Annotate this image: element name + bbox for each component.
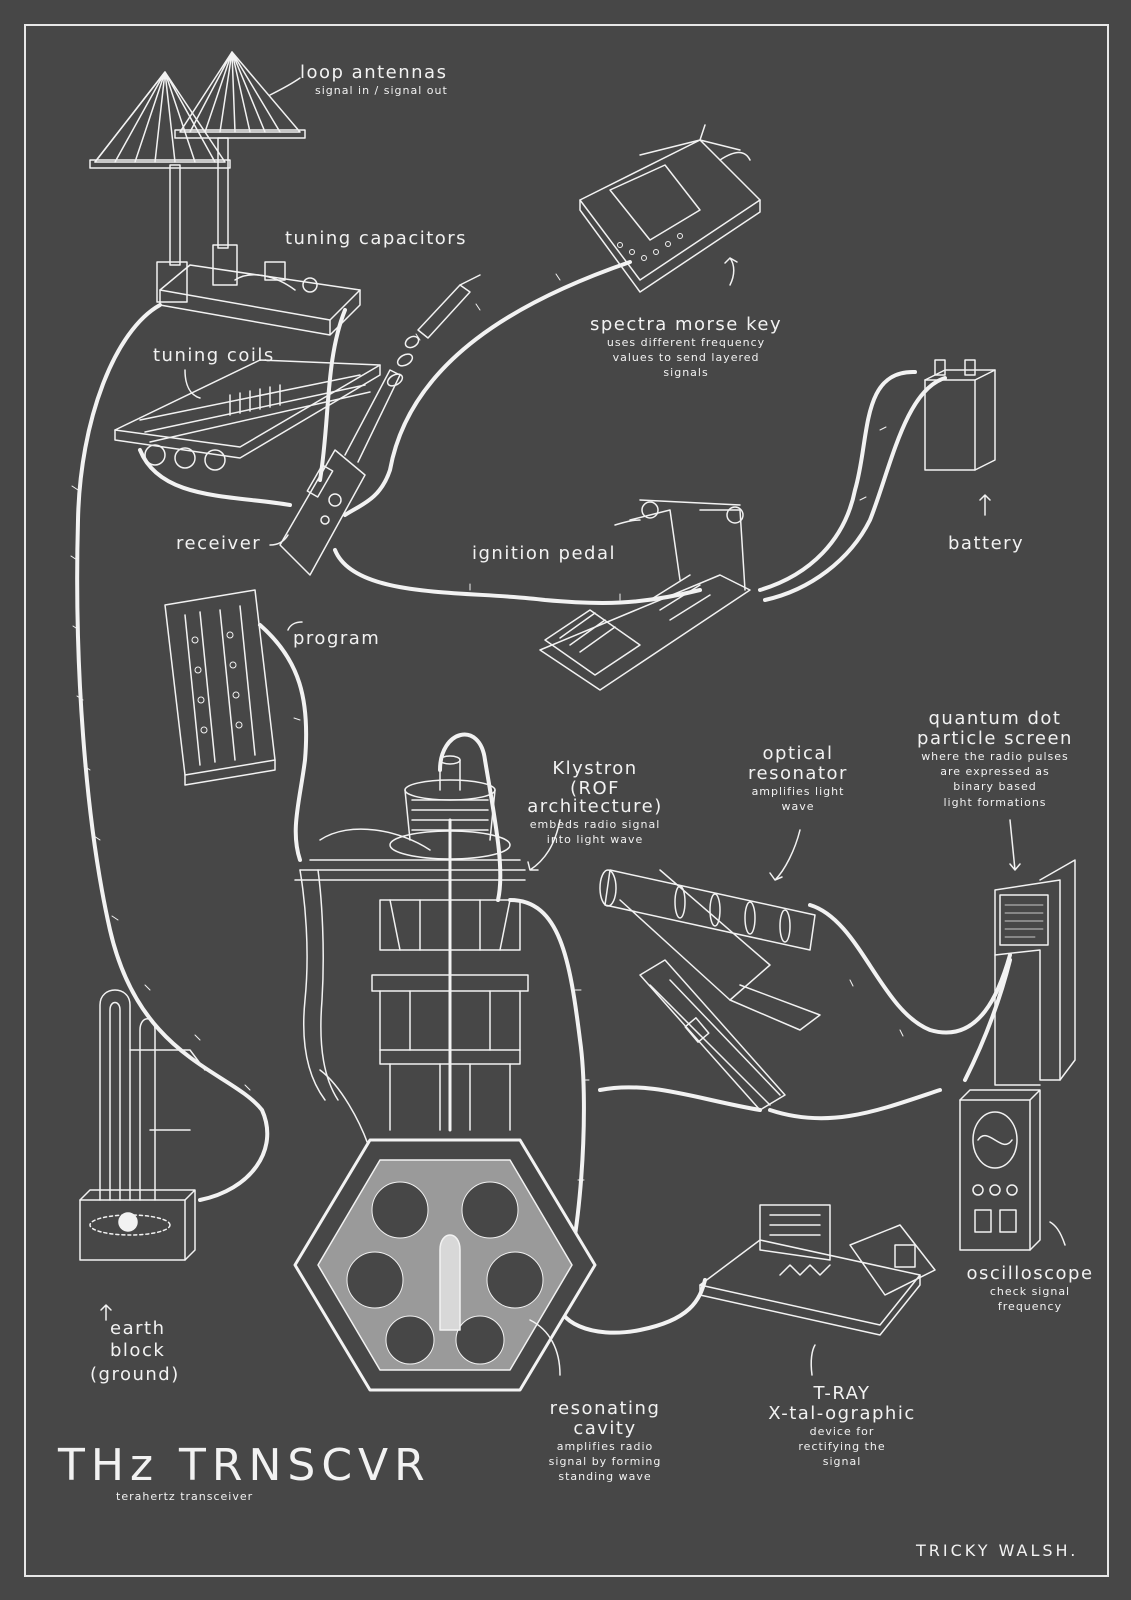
resonating-cavity-sub1: amplifies radio bbox=[556, 1440, 654, 1453]
poster-title: THz TRNSCVR bbox=[58, 1440, 431, 1491]
klystron-sub1: embeds radio signal bbox=[529, 818, 661, 831]
ignition-pedal-device bbox=[539, 499, 751, 691]
label-resonating-cavity: resonating cavity amplifies radio signal… bbox=[530, 1400, 680, 1484]
quantum-dot-title1: quantum dot bbox=[928, 708, 1062, 729]
optical-resonator-title2: resonator bbox=[748, 763, 848, 784]
battery-title: battery bbox=[948, 533, 1025, 554]
optical-resonator-device bbox=[599, 869, 821, 1111]
klystron-device bbox=[294, 755, 529, 1151]
klystron-title2: (ROF architecture) bbox=[527, 778, 663, 817]
tuning-coils-title: tuning coils bbox=[153, 345, 275, 366]
label-ignition-pedal: ignition pedal bbox=[472, 545, 616, 563]
resonating-cavity-title2: cavity bbox=[573, 1418, 637, 1439]
t-ray-device bbox=[699, 1204, 936, 1336]
label-klystron: Klystron (ROF architecture) embeds radio… bbox=[510, 758, 680, 847]
oscilloscope-device bbox=[959, 1089, 1041, 1251]
spectra-morse-key-device bbox=[579, 124, 761, 293]
oscilloscope-title: oscilloscope bbox=[966, 1263, 1094, 1284]
cable-antenna-to-earth bbox=[75, 303, 270, 1202]
label-tuning-coils: tuning coils bbox=[153, 347, 275, 365]
tuning-coils bbox=[114, 359, 381, 471]
label-quantum-dot-screen: quantum dot particle screen where the ra… bbox=[905, 710, 1085, 809]
earth-block-line3: (ground) bbox=[90, 1364, 180, 1385]
label-loop-antennas: loop antennas signal in / signal out bbox=[300, 62, 448, 98]
oscilloscope-sub2: frequency bbox=[997, 1300, 1063, 1314]
quantum-dot-sub1: where the radio pulses bbox=[921, 750, 1069, 763]
cable-resonator-to-tray bbox=[598, 1085, 762, 1112]
poster-frame bbox=[24, 24, 1109, 1577]
cable-tray-to-oscilloscope bbox=[768, 1088, 942, 1121]
loop-antennas bbox=[89, 51, 306, 266]
earth-block-device bbox=[79, 989, 206, 1261]
label-spectra-morse-key: spectra morse key uses different frequen… bbox=[590, 316, 782, 380]
quantum-dot-screen-device bbox=[994, 859, 1076, 1086]
label-battery: battery bbox=[948, 535, 1024, 553]
label-t-ray: T-RAY X-tal-ographic device for rectifyi… bbox=[762, 1385, 922, 1469]
quantum-dot-title2: particle screen bbox=[917, 728, 1073, 749]
label-tuning-capacitors: tuning capacitors bbox=[285, 230, 467, 248]
cable-capacitors-to-receiver bbox=[318, 308, 347, 482]
tuning-capacitors bbox=[156, 244, 361, 336]
receiver-device bbox=[279, 274, 481, 576]
resonating-cavity-sub3: standing wave bbox=[558, 1470, 652, 1484]
label-earth-block: earth block (ground) bbox=[90, 1318, 180, 1385]
cable-morsekey-to-receiver bbox=[343, 260, 632, 517]
optical-resonator-sub1: amplifies light bbox=[751, 785, 845, 798]
cable-receiver-to-pedal bbox=[333, 548, 702, 605]
t-ray-sub2: rectifying the bbox=[798, 1440, 886, 1454]
ignition-pedal-title: ignition pedal bbox=[472, 543, 616, 564]
quantum-dot-sub2: are expressed as bbox=[940, 765, 1050, 779]
label-optical-resonator: optical resonator amplifies light wave bbox=[738, 743, 858, 814]
cable-ticks bbox=[70, 273, 904, 1181]
t-ray-sub1: device for bbox=[809, 1425, 875, 1438]
oscilloscope-sub1: check signal bbox=[989, 1285, 1071, 1298]
resonating-cavity-sub2: signal by forming bbox=[548, 1455, 662, 1469]
cable-battery-to-pedal-2 bbox=[763, 376, 947, 602]
optical-resonator-sub2: wave bbox=[781, 800, 815, 814]
klystron-sub2: into light wave bbox=[546, 833, 644, 847]
cable-klystron-top bbox=[438, 732, 503, 902]
cable-battery-to-pedal bbox=[758, 369, 917, 592]
battery-device bbox=[924, 359, 996, 471]
label-receiver: receiver bbox=[176, 535, 261, 553]
program-board bbox=[164, 589, 276, 786]
spectra-morse-key-title: spectra morse key bbox=[590, 314, 783, 335]
cable-coils-to-receiver bbox=[138, 448, 292, 507]
loop-antennas-sub: signal in / signal out bbox=[315, 84, 448, 97]
quantum-dot-sub3: binary based bbox=[953, 780, 1037, 794]
t-ray-title2: X-tal-ographic bbox=[768, 1403, 916, 1424]
label-program: program bbox=[293, 630, 380, 648]
receiver-title: receiver bbox=[176, 533, 262, 554]
program-title: program bbox=[293, 628, 381, 649]
spectra-morse-key-sub2: values to send layered bbox=[612, 351, 760, 365]
cable-screen-to-oscilloscope bbox=[963, 958, 1012, 1082]
earth-block-line2: block bbox=[110, 1340, 166, 1361]
resonating-cavity-title1: resonating bbox=[549, 1398, 661, 1419]
cable-program-to-klystron bbox=[258, 623, 309, 862]
tuning-capacitors-title: tuning capacitors bbox=[285, 228, 468, 249]
cable-resonator-to-screen bbox=[808, 903, 1012, 1035]
t-ray-title1: T-RAY bbox=[813, 1383, 871, 1404]
earth-block-line1: earth bbox=[110, 1318, 166, 1339]
artist-credit: TRICKY WALSH. bbox=[916, 1541, 1079, 1560]
klystron-title1: Klystron bbox=[552, 758, 638, 779]
cables bbox=[75, 260, 1012, 1335]
spectra-morse-key-sub1: uses different frequency bbox=[606, 336, 766, 349]
quantum-dot-sub4: light formations bbox=[943, 795, 1047, 809]
resonating-cavity-device bbox=[293, 1138, 597, 1392]
label-arrows bbox=[100, 77, 1066, 1376]
optical-resonator-title1: optical bbox=[762, 743, 834, 764]
spectra-morse-key-sub3: signals bbox=[663, 366, 709, 380]
t-ray-sub3: signal bbox=[822, 1455, 862, 1469]
label-oscilloscope: oscilloscope check signal frequency bbox=[960, 1263, 1100, 1314]
poster-subtitle: terahertz transceiver bbox=[116, 1490, 254, 1503]
loop-antennas-title: loop antennas bbox=[300, 62, 448, 83]
